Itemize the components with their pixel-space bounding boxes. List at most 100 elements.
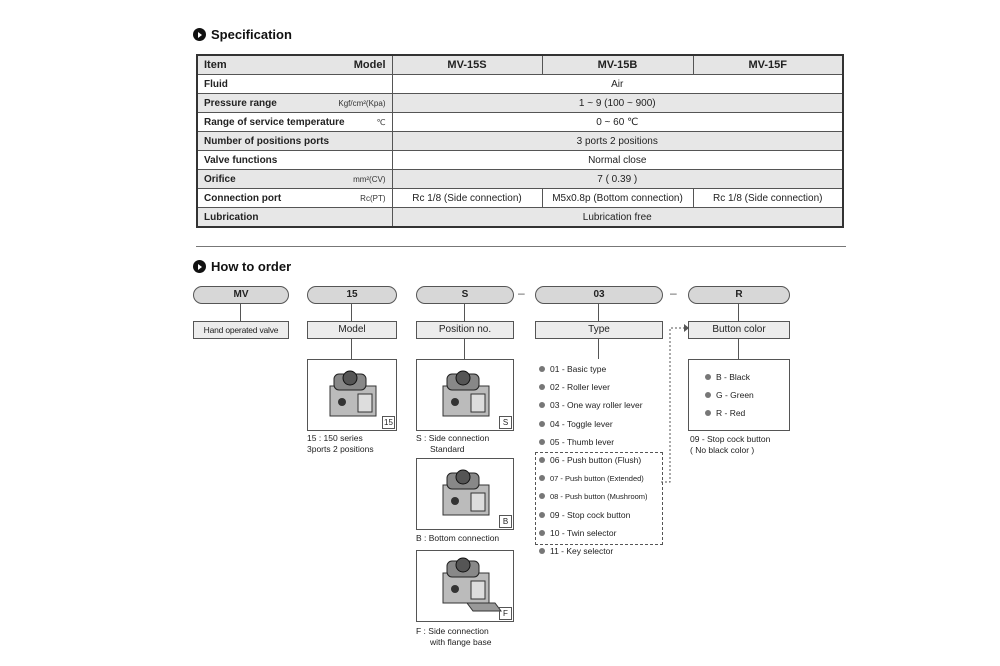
table-row: Number of positions ports 3 ports 2 posi…: [196, 131, 844, 151]
label-hand-operated-valve: Hand operated valve: [193, 321, 289, 339]
position-caption-line: F : Side connection: [416, 626, 489, 636]
row-value: M5x0.8p (Bottom connection): [541, 188, 694, 208]
row-label: Pressure range Kgf/cm²(Kpa): [196, 93, 393, 113]
bullet-dot-icon: [705, 410, 711, 417]
row-value: 0 ~ 60 ℃: [391, 112, 844, 132]
list-item: 09 - Stop cock button: [539, 506, 648, 524]
model-15-image: 15: [307, 359, 397, 431]
col-mv-15f: MV-15F: [692, 54, 844, 75]
col-mv-15s: MV-15S: [391, 54, 543, 75]
list-item: 03 - One way roller lever: [539, 396, 648, 414]
specification-title: Specification: [211, 27, 292, 42]
list-item: 01 - Basic type: [539, 360, 648, 378]
list-item: 04 - Toggle lever: [539, 415, 648, 433]
position-caption-line: S : Side connection: [416, 433, 490, 443]
specification-heading: Specification: [193, 27, 292, 42]
bullet-dot-icon: [539, 420, 545, 427]
connector-line: [738, 339, 739, 359]
section-divider: [196, 246, 846, 247]
row-unit: mm²(CV): [353, 174, 386, 184]
connector-line: [464, 304, 465, 321]
list-item: 06 - Push button (Flush): [539, 451, 648, 469]
row-label-text: Pressure range: [204, 97, 277, 109]
valve-icon: [329, 370, 377, 417]
row-label: Fluid: [196, 74, 393, 94]
dotted-link-arrow: [661, 324, 689, 483]
color-note-line: 09 - Stop cock button: [690, 434, 771, 444]
row-value: Rc 1/8 (Side connection): [692, 188, 844, 208]
bullet-dot-icon: [539, 366, 545, 373]
row-unit: Rc(PT): [360, 193, 386, 203]
position-tag: B: [499, 515, 512, 528]
bullet-dot-icon: [705, 392, 711, 399]
model-caption: 15 : 150 series 3ports 2 positions: [307, 433, 374, 455]
position-caption-line: B : Bottom connection: [416, 533, 500, 543]
type-label: 01 - Basic type: [550, 364, 607, 375]
connector-line: [738, 304, 739, 321]
type-label: 03 - One way roller lever: [550, 400, 643, 411]
list-item: 07 - Push button (Extended): [539, 469, 648, 487]
code-pill-model: 15: [307, 286, 397, 304]
connector-line: [240, 304, 241, 321]
row-label-text: Orifice: [204, 173, 236, 185]
row-label: Range of service temperature ℃: [196, 112, 393, 132]
type-label: 04 - Toggle lever: [550, 418, 613, 429]
row-label: Connection port Rc(PT): [196, 188, 393, 208]
type-label: 10 - Twin selector: [550, 527, 617, 538]
table-row: Range of service temperature ℃ 0 ~ 60 ℃: [196, 112, 844, 132]
model-caption-line: 15 : 150 series: [307, 433, 363, 443]
code-separator: –: [670, 286, 677, 300]
model-header: Model: [353, 59, 386, 71]
position-s-caption: S : Side connection Standard: [416, 433, 489, 455]
bullet-dot-icon: [539, 384, 545, 391]
connector-line: [351, 304, 352, 321]
connector-line: [464, 339, 465, 359]
type-list: 01 - Basic type 02 - Roller lever 03 - O…: [539, 360, 648, 560]
list-item: 08 - Push button (Mushroom): [539, 487, 648, 505]
color-note-line: ( No black color ): [690, 445, 755, 455]
position-caption-line: Standard: [430, 444, 465, 454]
row-label: Orifice mm²(CV): [196, 169, 393, 189]
color-label: R - Red: [716, 408, 746, 419]
position-b-caption: B : Bottom connection: [416, 533, 499, 544]
valve-icon: [442, 370, 490, 417]
code-pill-position: S: [416, 286, 514, 304]
code-pill-color: R: [688, 286, 790, 304]
button-color-box: B - Black G - Green R - Red: [688, 359, 790, 431]
list-item: 02 - Roller lever: [539, 378, 648, 396]
color-list: B - Black G - Green R - Red: [705, 368, 754, 423]
row-label-text: Range of service temperature: [204, 116, 345, 128]
how-to-order-title: How to order: [211, 259, 292, 274]
row-label: Number of positions ports: [196, 131, 393, 151]
bullet-dot-icon: [539, 511, 545, 518]
list-item: 05 - Thumb lever: [539, 433, 648, 451]
table-row: Connection port Rc(PT) Rc 1/8 (Side conne…: [196, 188, 844, 208]
type-label: 07 - Push button (Extended): [550, 473, 644, 483]
row-label: Lubrication: [196, 207, 393, 228]
position-b-image: B: [416, 458, 514, 530]
connector-line: [351, 339, 352, 359]
list-item: 11 - Key selector: [539, 542, 648, 560]
list-item: R - Red: [705, 404, 754, 422]
model-tag: 15: [382, 416, 395, 429]
position-tag: F: [499, 607, 512, 620]
row-value: Lubrication free: [391, 207, 844, 228]
row-label-text: Connection port: [204, 192, 282, 204]
valve-icon: [442, 557, 502, 612]
row-unit: Kgf/cm²(Kpa): [338, 98, 386, 108]
row-value: Normal close: [391, 150, 844, 170]
table-row: Fluid Air: [196, 74, 844, 94]
play-bullet-icon: [193, 28, 206, 41]
color-label: B - Black: [716, 372, 751, 383]
row-unit: ℃: [376, 117, 386, 127]
model-caption-line: 3ports 2 positions: [307, 444, 374, 454]
position-f-image: F: [416, 550, 514, 622]
label-type: Type: [535, 321, 663, 339]
list-item: B - Black: [705, 368, 754, 386]
code-pill-mv: MV: [193, 286, 289, 304]
bullet-dot-icon: [539, 457, 545, 464]
